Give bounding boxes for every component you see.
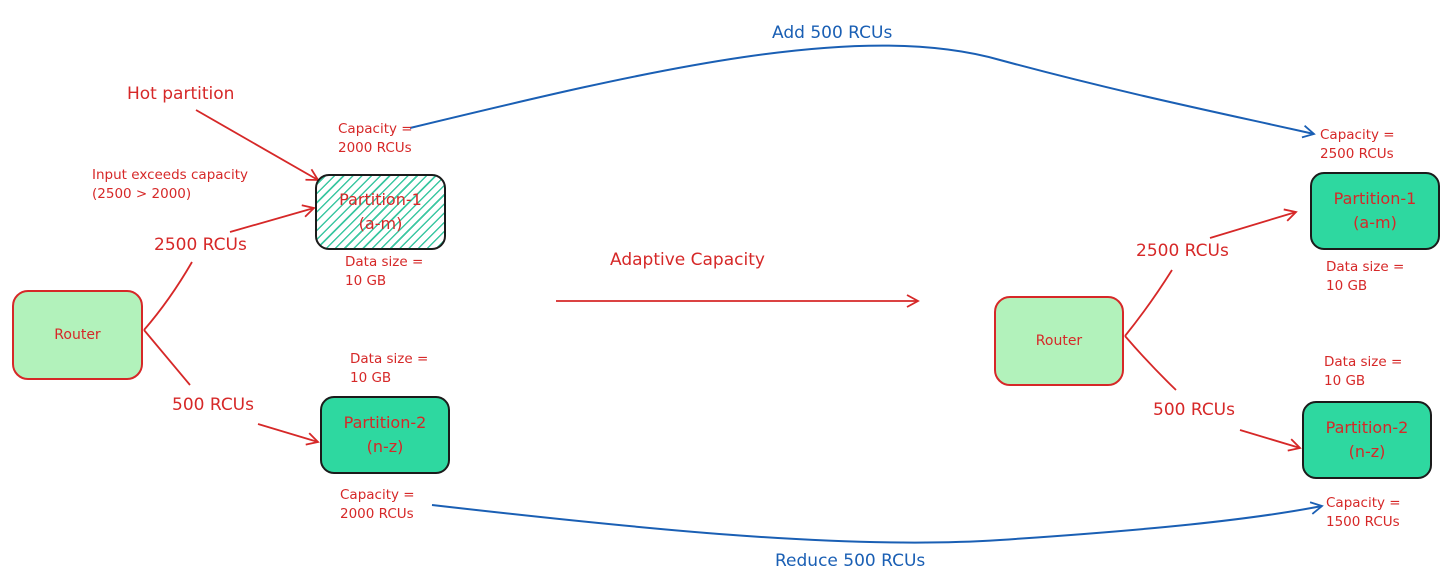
p1-left-data-size: Data size = 10 GB xyxy=(345,253,423,291)
p2-right-capacity-line1: Capacity = xyxy=(1326,495,1401,511)
edge-router-to-p2-left xyxy=(143,329,191,386)
edge-router-to-p1-left xyxy=(143,261,193,331)
edge-label-500-left: 500 RCUs xyxy=(172,395,254,415)
partition-1-right: Partition-1 (a-m) xyxy=(1310,172,1440,250)
arrow-2500-right xyxy=(1209,208,1298,239)
arrow-hot-partition xyxy=(195,109,320,181)
p1-right-data-line2: 10 GB xyxy=(1326,278,1368,294)
partition-2-left-range: (n-z) xyxy=(366,437,404,456)
p2-right-capacity: Capacity = 1500 RCUs xyxy=(1326,494,1401,532)
partition-2-left: Partition-2 (n-z) xyxy=(320,396,450,474)
router-left: Router xyxy=(12,290,143,380)
arrow-2500-left xyxy=(229,204,316,233)
p1-right-data-line1: Data size = xyxy=(1326,259,1405,275)
edge-router-to-p2-right xyxy=(1124,335,1177,391)
partition-1-right-range: (a-m) xyxy=(1353,213,1397,232)
arc-add-rcus xyxy=(409,44,1316,139)
partition-2-right-range: (n-z) xyxy=(1348,442,1386,461)
partition-1-right-name: Partition-1 xyxy=(1333,189,1417,208)
p1-left-data-line2: 10 GB xyxy=(345,273,387,289)
p2-left-data-size: Data size = 10 GB xyxy=(350,350,428,388)
edge-label-2500-right: 2500 RCUs xyxy=(1136,241,1229,261)
partition-2-right-name: Partition-2 xyxy=(1325,418,1409,437)
partition-1-left-range: (a-m) xyxy=(358,214,403,233)
partition-1-left-name: Partition-1 xyxy=(339,190,422,209)
p2-right-data-line2: 10 GB xyxy=(1324,373,1366,389)
p1-left-capacity-line1: Capacity = xyxy=(338,121,413,137)
add-rcus-label: Add 500 RCUs xyxy=(772,23,893,43)
p2-left-capacity-line1: Capacity = xyxy=(340,487,415,503)
arrow-500-right xyxy=(1239,429,1302,452)
input-exceeds-line1: Input exceeds capacity xyxy=(92,167,248,183)
p1-left-data-line1: Data size = xyxy=(345,254,424,270)
partition-1-left: Partition-1 (a-m) xyxy=(315,174,446,250)
p2-left-capacity-line2: 2000 RCUs xyxy=(340,506,414,522)
edge-label-2500-left: 2500 RCUs xyxy=(154,235,247,255)
partition-2-left-name: Partition-2 xyxy=(343,413,427,432)
p1-right-capacity-line1: Capacity = xyxy=(1320,127,1395,143)
p2-left-data-line2: 10 GB xyxy=(350,370,392,386)
p2-left-data-line1: Data size = xyxy=(350,351,429,367)
p1-left-capacity: Capacity = 2000 RCUs xyxy=(338,120,413,158)
router-right-label: Router xyxy=(1035,333,1083,349)
input-exceeds-note: Input exceeds capacity (2500 > 2000) xyxy=(92,166,248,204)
router-left-label: Router xyxy=(54,327,101,343)
adaptive-capacity-label: Adaptive Capacity xyxy=(610,250,765,270)
arrow-500-left xyxy=(257,423,320,446)
partition-2-right: Partition-2 (n-z) xyxy=(1302,401,1432,479)
p1-right-data-size: Data size = 10 GB xyxy=(1326,258,1404,296)
input-exceeds-line2: (2500 > 2000) xyxy=(92,186,192,202)
p2-left-capacity: Capacity = 2000 RCUs xyxy=(340,486,415,524)
reduce-rcus-label: Reduce 500 RCUs xyxy=(775,551,926,571)
p1-right-capacity: Capacity = 2500 RCUs xyxy=(1320,126,1395,164)
p2-right-capacity-line2: 1500 RCUs xyxy=(1326,514,1400,530)
p1-left-capacity-line2: 2000 RCUs xyxy=(338,140,412,156)
router-right: Router xyxy=(994,296,1124,386)
p1-right-capacity-line2: 2500 RCUs xyxy=(1320,146,1394,162)
arc-reduce-rcus xyxy=(431,501,1324,544)
p2-right-data-size: Data size = 10 GB xyxy=(1324,353,1402,391)
edge-label-500-right: 500 RCUs xyxy=(1153,400,1235,420)
p2-right-data-line1: Data size = xyxy=(1324,354,1403,370)
hot-partition-label: Hot partition xyxy=(127,84,235,104)
edge-router-to-p1-right xyxy=(1124,269,1173,337)
